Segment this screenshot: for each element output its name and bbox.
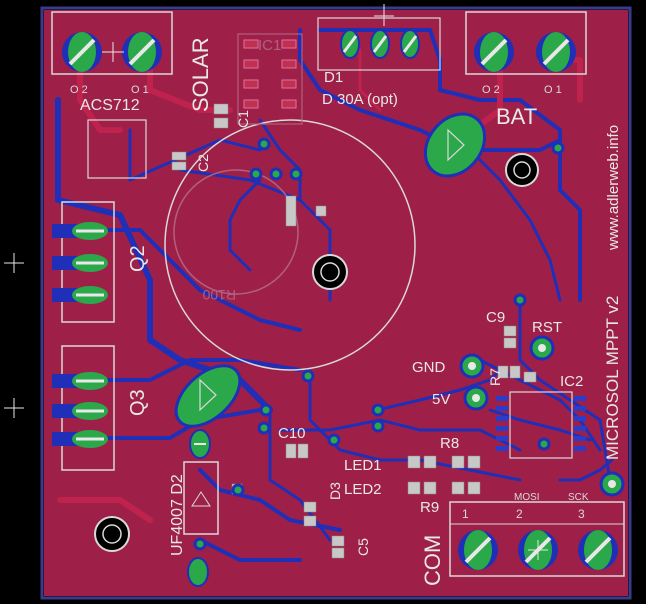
c9-label: C9 [486,309,505,326]
bat-pin-2-label: O 2 [482,84,500,96]
d2-label: UF4007 D2 [169,474,186,556]
c5-label: C5 [355,538,371,556]
mounting-holes [94,153,539,552]
r8-label: R8 [440,435,459,452]
bat-terminal [474,32,576,72]
com-connector-outline [449,501,625,577]
d1-outline [317,17,441,71]
5v-label: 5V [432,391,450,408]
acs712-label: ACS712 [80,97,140,114]
d3-label: D3 [327,482,343,500]
alignment-marks [4,4,394,418]
q2-label: Q2 [127,245,149,272]
inductor-pads [174,112,487,428]
title-label: MICROSOL MPPT v2 [603,296,622,460]
smd-pads [171,103,537,559]
ic2-label: IC2 [560,373,583,390]
inductor-inner [173,169,299,295]
rst-label: RST [532,319,562,336]
r7-label: R7 [487,368,503,386]
q3-pins [52,372,108,448]
c10-label: C10 [278,425,306,442]
board-outline [40,6,632,600]
com-pin-3-label: 3 [578,507,585,521]
ic2-outline [509,391,573,459]
ic1-label: IC1 [258,37,281,54]
ic2-pins [496,396,586,451]
solar-terminal [62,32,162,72]
bat-pin-1-label: O 1 [544,84,562,96]
acs712-outline [87,119,147,179]
r9-label: R9 [420,499,439,516]
gnd-label: GND [412,359,446,376]
solar-label: SOLAR [188,37,213,112]
q3-label: Q3 [127,389,149,416]
vias [193,137,565,551]
led1-label: LED1 [344,457,382,474]
d2-outline [183,461,219,535]
com-pin-1-label: 1 [462,507,469,521]
ic1-outline [237,33,303,125]
website-label: www.adlerweb.info [605,125,622,251]
solar-pin-1-label: O 1 [131,84,149,96]
d2-pads [187,429,211,587]
ic1-pins [243,39,297,109]
solar-pin-2-label: O 2 [70,84,88,96]
inductor-outline [164,119,416,371]
q2-pins [52,222,108,304]
com-terminal [458,530,618,570]
com-pin-2-label: 2 [516,507,523,521]
led2-label: LED2 [344,481,382,498]
d1-value-label: D 30A (opt) [322,91,398,108]
sck-label: SCK [568,492,589,503]
r100-label: R100 [202,287,236,303]
d1-label: D1 [324,69,343,86]
c1-label: C1 [235,110,251,128]
bat-connector-outline [465,11,587,75]
bat-label: BAT [496,104,537,129]
com-label: COM [420,535,445,586]
d2-symbol [191,491,211,507]
header-pins [459,335,625,497]
mosi-label: MOSI [514,492,540,503]
c2-label: C2 [195,154,211,172]
d1-header-pins [340,29,420,59]
